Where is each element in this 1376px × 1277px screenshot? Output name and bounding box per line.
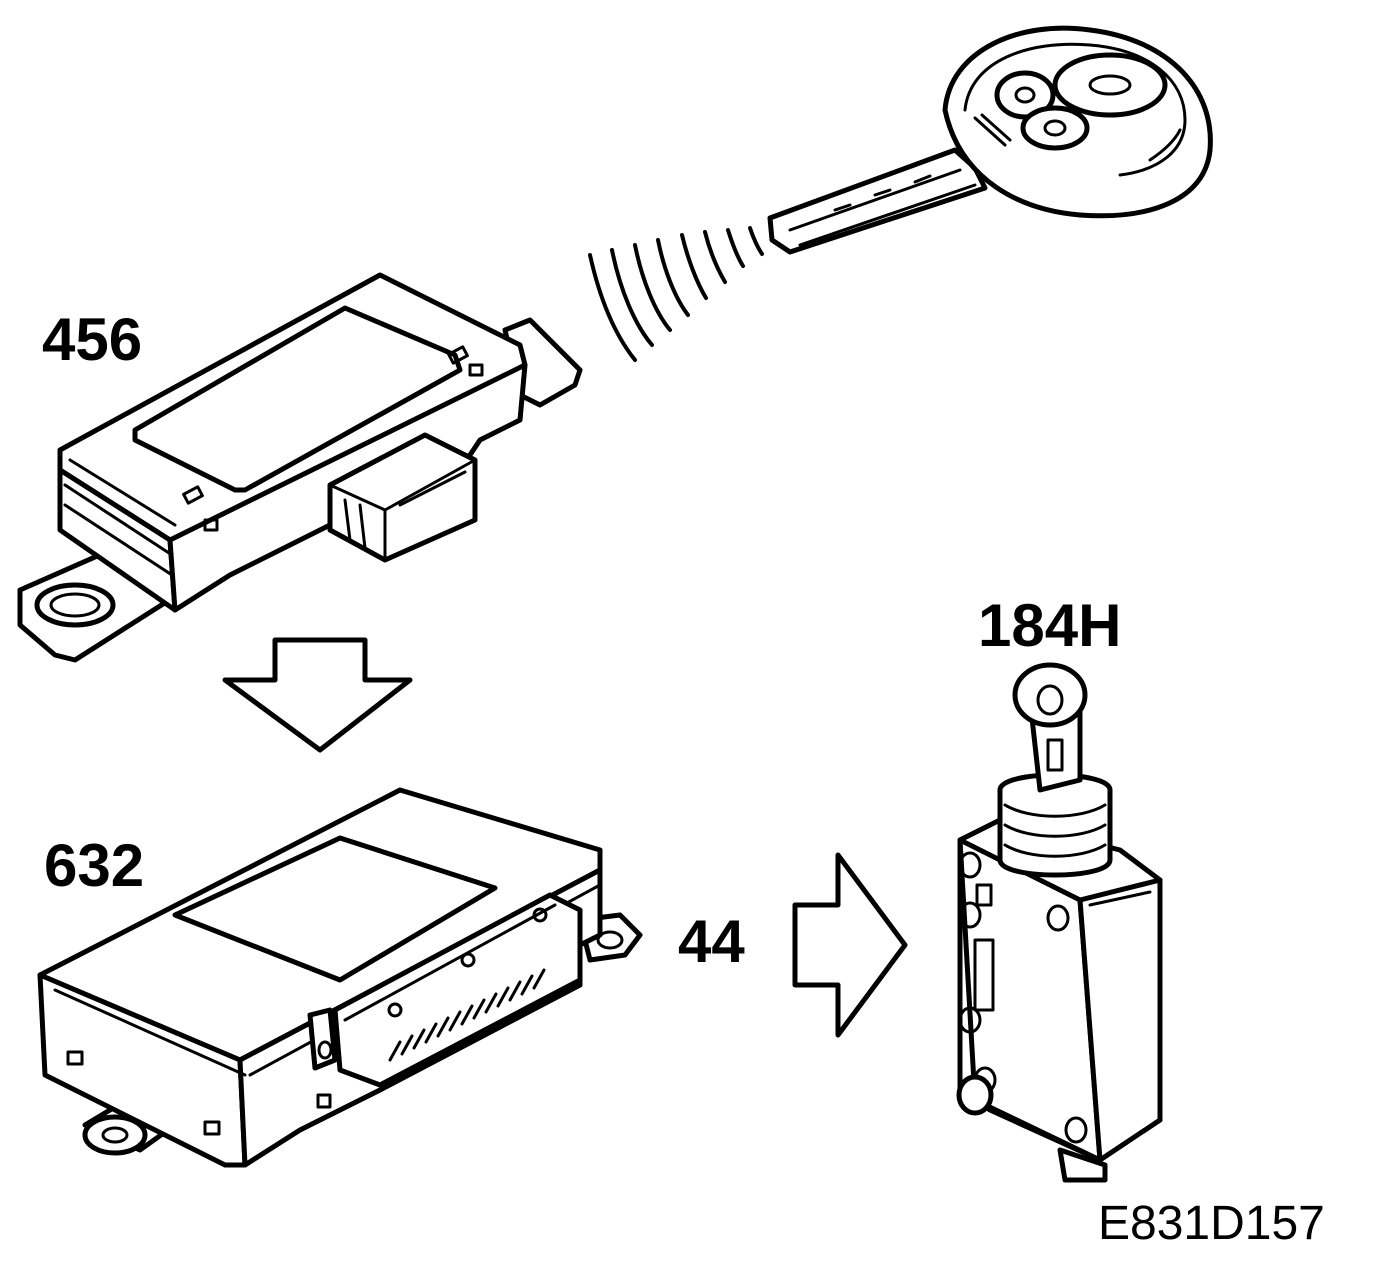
label-456: 456 [42,306,143,373]
receiver-module-456 [17,272,583,663]
radio-waves-icon [588,226,764,362]
label-44: 44 [678,908,745,975]
key-fob-icon [767,25,1213,255]
arrow-right-icon [792,852,908,1038]
arrow-down-icon [222,637,413,753]
actuator-184h [956,662,1163,1183]
label-632: 632 [44,832,145,899]
figure-code: E831D157 [1098,1197,1325,1250]
control-module-632 [37,787,643,1168]
label-184h: 184H [978,592,1122,659]
